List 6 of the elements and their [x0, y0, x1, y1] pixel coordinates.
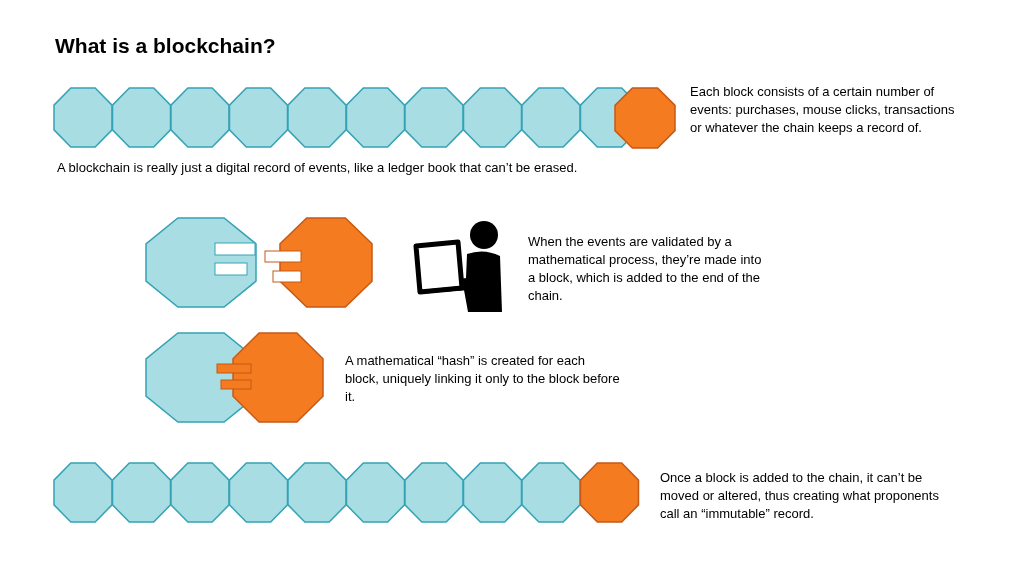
title: What is a blockchain? — [55, 33, 276, 59]
description-text: Each block consists of a certain number of events: purchases, mouse clicks, transactions or whatever the chain keeps a record of. — [690, 83, 956, 137]
description-text: A blockchain is really just a digital record of events, like a ledger book that can’t be erased. — [57, 159, 579, 177]
description-text: When the events are validated by a mathematical process, they’re made into a block, which is added to the end of the chain. — [528, 233, 763, 305]
description-text: Once a block is added to the chain, it can’t be moved or altered, thus creating what proponents call an “immutable” record. — [660, 469, 940, 523]
description-text: A mathematical “hash” is created for each block, uniquely linking it only to the block before it. — [345, 352, 620, 406]
